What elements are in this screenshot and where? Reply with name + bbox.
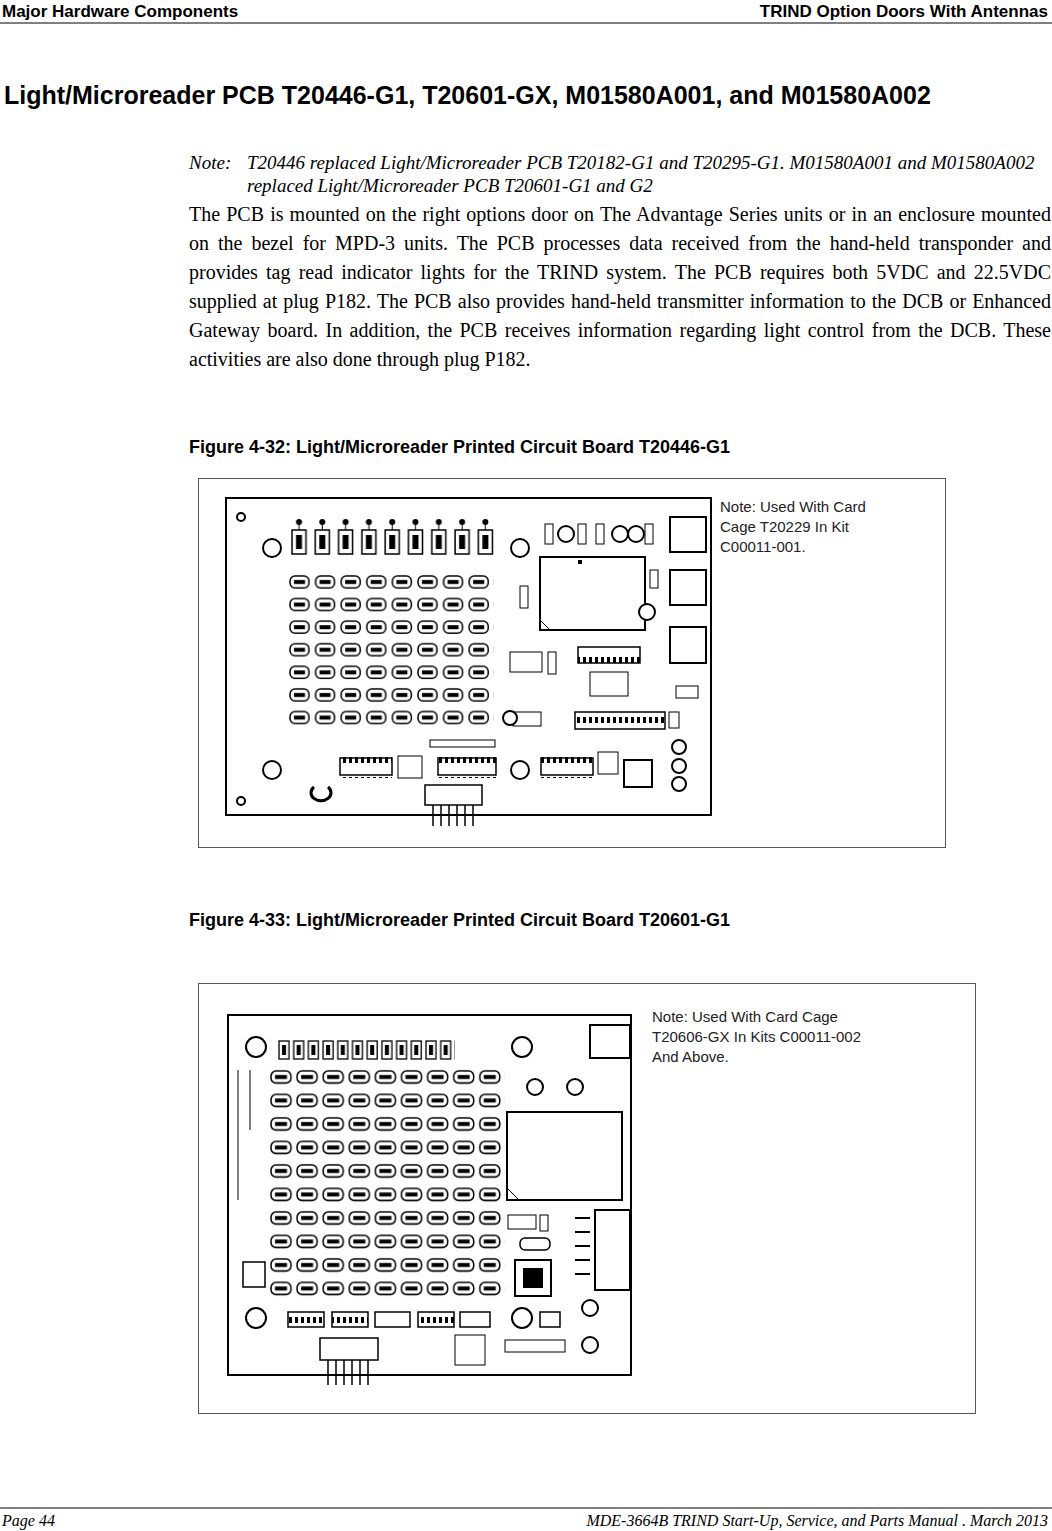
note-label: Note: [189, 151, 231, 174]
body-paragraph: The PCB is mounted on the right options … [189, 200, 1051, 374]
running-header: TRIND Option Doors With Antennas [760, 2, 1048, 22]
pcb-drawing [226, 498, 711, 826]
document-id: MDE-3664B TRIND Start-Up, Service, and P… [586, 1512, 1048, 1530]
page-number: Page 44 [2, 1512, 55, 1530]
figure-note: Note: Used With Card Cage T20606-GX In K… [652, 1007, 867, 1067]
figure-frame: Note: Used With Card Cage T20606-GX In K… [198, 983, 976, 1414]
figure-note: Note: Used With Card Cage T20229 In Kit … [720, 497, 880, 557]
note-text: T20446 replaced Light/Microreader PCB T2… [247, 151, 1047, 197]
running-header: Major Hardware Components [2, 2, 238, 22]
figure-frame: Note: Used With Card Cage T20229 In Kit … [198, 478, 946, 848]
pcb-drawing [228, 1015, 631, 1385]
figure-caption: Figure 4-33: Light/Microreader Printed C… [189, 909, 730, 931]
page-title: Light/Microreader PCB T20446-G1, T20601-… [4, 80, 964, 110]
figure-caption: Figure 4-32: Light/Microreader Printed C… [189, 436, 730, 458]
